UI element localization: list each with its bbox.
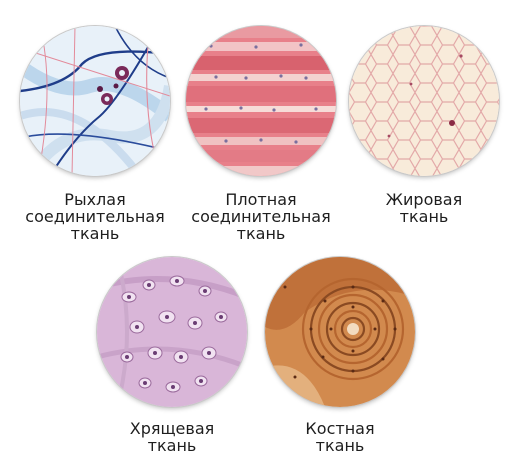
bone-tissue-image <box>265 257 415 407</box>
bone-tissue-caption: Костная ткань <box>305 419 375 455</box>
dense-connective-tissue-image <box>186 26 336 176</box>
loose-connective-tissue-image <box>20 26 170 176</box>
loose-connective-tissue-caption: Рыхлая соединительная ткань <box>25 190 165 243</box>
cartilage-tissue-caption: Хрящевая ткань <box>129 419 215 455</box>
adipose-tissue-image <box>349 26 499 176</box>
adipose-tissue-caption: Жировая ткань <box>385 190 463 226</box>
dense-connective-tissue-caption: Плотная соединительная ткань <box>191 190 331 243</box>
cartilage-tissue-image <box>97 257 247 407</box>
